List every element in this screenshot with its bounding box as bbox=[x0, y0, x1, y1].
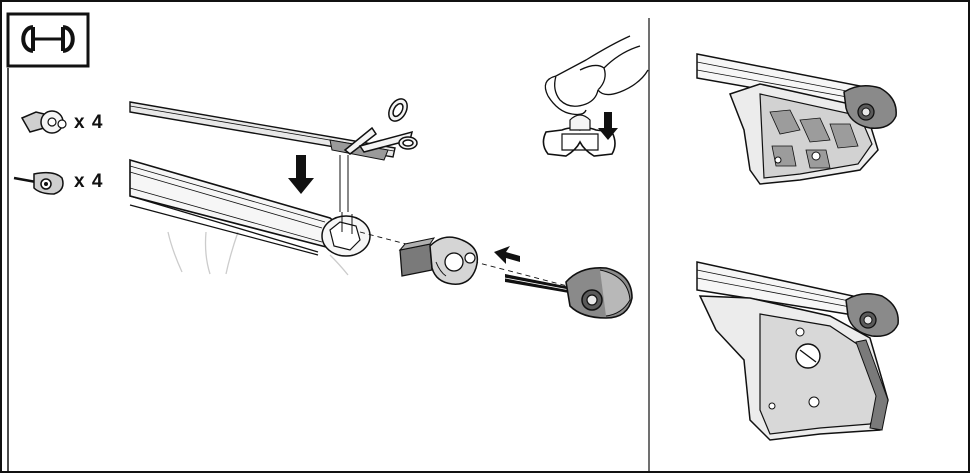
end-cap-quantity: x 4 bbox=[74, 171, 104, 192]
assembled-bar-bottom bbox=[696, 261, 899, 441]
end-cap-insert-quantity: x 4 bbox=[74, 112, 104, 133]
rubber-strip bbox=[129, 101, 396, 161]
down-arrow-icon bbox=[288, 155, 314, 194]
scissors-icon bbox=[343, 98, 418, 155]
left-arrow-icon bbox=[494, 246, 520, 264]
end-cap-insert-icon bbox=[20, 110, 67, 134]
end-cap-icon bbox=[13, 171, 64, 195]
down-arrow-small-icon bbox=[598, 112, 618, 140]
end-cap-insert-part bbox=[398, 236, 479, 285]
bar-end-symbol-icon bbox=[6, 12, 90, 68]
hand-press-illustration bbox=[544, 35, 649, 116]
end-cap-part bbox=[504, 266, 633, 319]
roof-bar-profile bbox=[129, 158, 371, 257]
insert-clip-closeup bbox=[542, 114, 616, 157]
assembled-bar-top bbox=[696, 53, 897, 185]
ghost-foot-outline bbox=[167, 231, 349, 276]
